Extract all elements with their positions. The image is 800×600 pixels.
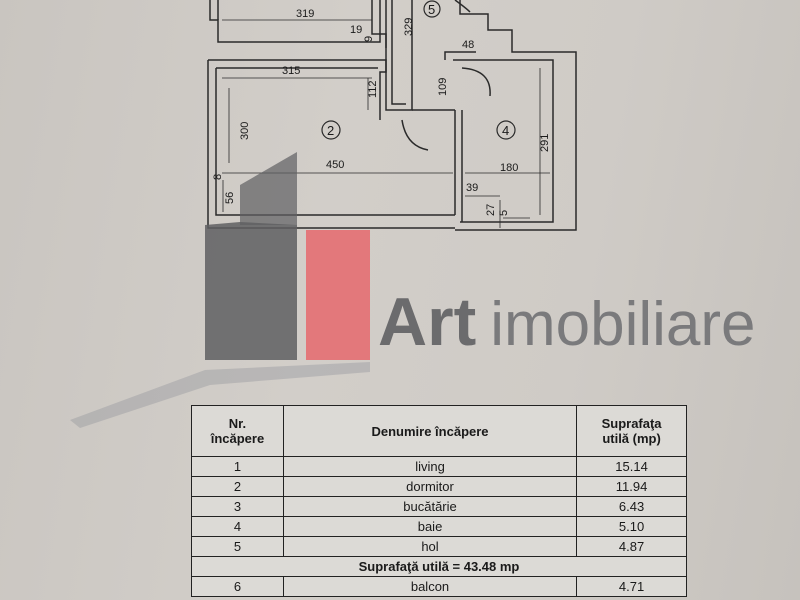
room-area: 4.87	[576, 536, 687, 557]
room-name: baie	[282, 516, 578, 537]
room-name: hol	[282, 536, 578, 557]
room-marker-2: 2	[321, 120, 341, 140]
dim-450: 450	[326, 159, 344, 171]
dim-5: 5	[498, 210, 510, 216]
door-arc-1	[401, 119, 429, 151]
header-room-name: Denumire încăpere	[282, 405, 578, 457]
room-name: dormitor	[282, 476, 578, 497]
dim-56: 56	[224, 192, 236, 204]
dim-48: 48	[462, 39, 474, 51]
dim-9: 9	[363, 36, 375, 42]
table-header-row: Nr. încăpere Denumire încăpere Suprafaţa…	[191, 405, 687, 457]
dim-319: 319	[296, 8, 314, 20]
room-area: 15.14	[576, 456, 687, 477]
header-room-area: Suprafaţa utilă (mp)	[576, 405, 687, 457]
dim-329: 329	[403, 18, 415, 36]
room-area: 6.43	[576, 496, 687, 517]
dim-39: 39	[466, 182, 478, 194]
room-name: living	[282, 456, 578, 477]
dim-8: 8	[212, 174, 224, 180]
table-row: 5 hol 4.87	[191, 536, 687, 557]
room-number: 6	[191, 576, 284, 597]
wall-right	[455, 0, 577, 231]
room-marker-5: 5	[423, 0, 441, 18]
dim-27: 27	[485, 204, 497, 216]
room-number: 3	[191, 496, 284, 517]
table-row: 3 bucătărie 6.43	[191, 496, 687, 517]
brand-art: Art	[378, 284, 477, 360]
wall-living-top	[208, 59, 387, 120]
room-number: 5	[191, 536, 284, 557]
room-area: 11.94	[576, 476, 687, 497]
door-arc-2	[461, 67, 491, 97]
dim-300: 300	[239, 122, 251, 140]
dim-109: 109	[437, 78, 449, 96]
table-row: 4 baie 5.10	[191, 516, 687, 537]
table-row: 6 balcon 4.71	[191, 576, 687, 597]
header-nr-label: Nr. încăpere	[210, 416, 265, 446]
table-row: 1 living 15.14	[191, 456, 687, 477]
svg-text:2: 2	[327, 123, 334, 138]
room-number: 2	[191, 476, 284, 497]
rooms-table: Nr. încăpere Denumire încăpere Suprafaţa…	[191, 405, 687, 597]
svg-text:4: 4	[502, 123, 509, 138]
room-number: 1	[191, 456, 284, 477]
useful-area-total: Suprafaţă utilă = 43.48 mp	[191, 556, 687, 577]
art-imobiliare-logo-mark	[70, 152, 370, 428]
wall-corridor	[385, 0, 413, 111]
room-marker-4: 4	[496, 120, 516, 140]
dim-180: 180	[500, 162, 518, 174]
dim-291: 291	[539, 134, 551, 152]
room-area: 5.10	[576, 516, 687, 537]
room-number: 4	[191, 516, 284, 537]
dim-112: 112	[367, 80, 379, 98]
table-row: 2 dormitor 11.94	[191, 476, 687, 497]
brand-imobiliare: imobiliare	[490, 290, 756, 359]
room-name: balcon	[282, 576, 578, 597]
header-room-number: Nr. încăpere	[191, 405, 284, 457]
table-summary-row: Suprafaţă utilă = 43.48 mp	[191, 556, 687, 577]
dim-315: 315	[282, 65, 300, 77]
room-area: 4.71	[576, 576, 687, 597]
dim-19: 19	[350, 24, 362, 36]
wall-top-room	[209, 0, 381, 43]
room-name: bucătărie	[282, 496, 578, 517]
svg-text:5: 5	[428, 2, 435, 17]
